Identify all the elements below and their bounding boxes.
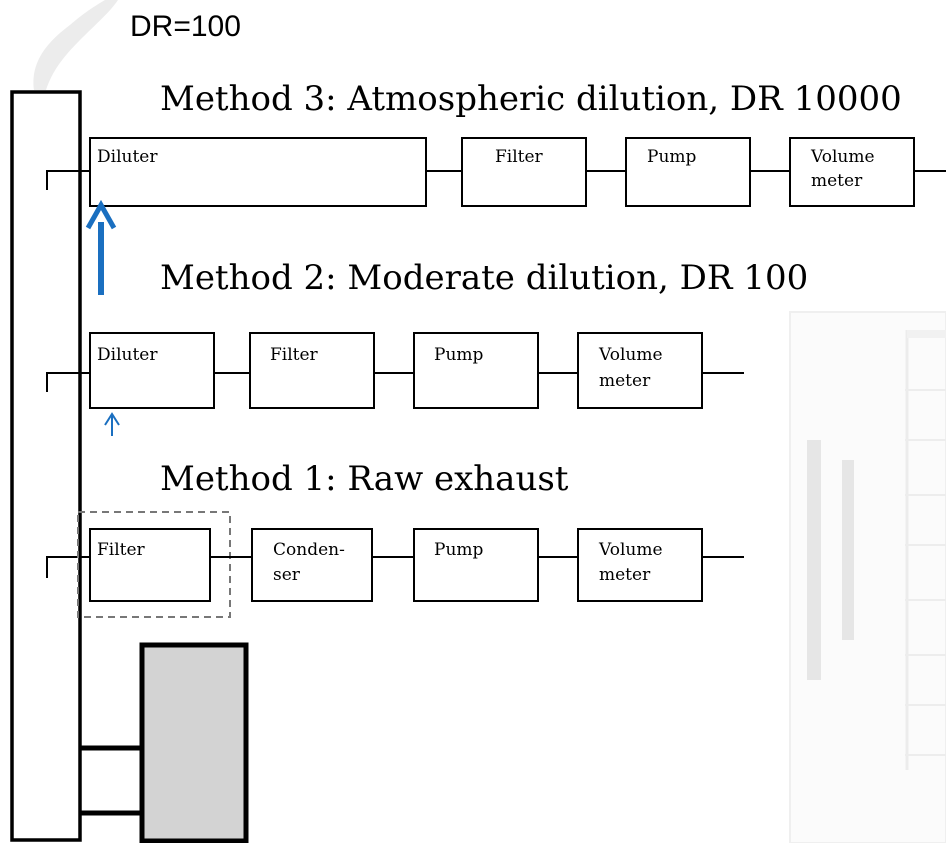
method1-filter-label: Filter — [97, 540, 146, 560]
method2-pump-box — [413, 332, 539, 409]
method1-condenser-label-2: ser — [273, 565, 301, 585]
method1-filter-box — [89, 528, 211, 602]
method3-title: Method 3: Atmospheric dilution, DR 10000 — [160, 79, 902, 119]
method3-pump-label: Pump — [647, 147, 697, 167]
method3-volume-label-2: meter — [811, 171, 863, 191]
method3-pump-box — [625, 137, 751, 207]
method2-diluter-box — [89, 332, 215, 409]
method2-volume-meter-box — [577, 332, 703, 409]
method2-probe — [46, 372, 90, 392]
method1-probe — [46, 556, 90, 578]
method2-filter-box — [249, 332, 375, 409]
engine-block — [139, 642, 249, 843]
method2-title: Method 2: Moderate dilution, DR 100 — [160, 258, 808, 298]
exhaust-stack — [10, 90, 82, 842]
method2-diluter-label: Diluter — [97, 345, 158, 365]
method1-pump-box — [413, 528, 539, 602]
method1-pump-label: Pump — [434, 540, 484, 560]
method3-filter-label: Filter — [495, 147, 544, 167]
method1-volume-label-2: meter — [599, 565, 651, 585]
method3-volume-label-1: Volume — [810, 147, 875, 167]
method3-probe — [46, 170, 90, 190]
method1-volume-meter-box — [577, 528, 703, 602]
blurred-figure-fragment — [789, 311, 946, 843]
dr-label: DR=100 — [130, 10, 241, 43]
method2-volume-label-1: Volume — [598, 345, 663, 365]
method3-diluter-label: Diluter — [97, 147, 158, 167]
method1-title: Method 1: Raw exhaust — [160, 459, 569, 499]
method2-filter-label: Filter — [270, 345, 319, 365]
method3-diluter-box — [89, 137, 427, 207]
method2-volume-label-2: meter — [599, 371, 651, 391]
method2-dilution-arrow — [104, 412, 120, 436]
method1-condenser-label-1: Conden- — [273, 540, 345, 560]
smoke-plume — [33, 0, 118, 90]
method3-dilution-arrow — [85, 199, 117, 295]
method1-condenser-box — [251, 528, 373, 602]
method1-filter-dashed-highlight — [77, 511, 231, 618]
method3-volume-meter-box — [789, 137, 915, 207]
method2-pump-label: Pump — [434, 345, 484, 365]
method1-volume-label-1: Volume — [598, 540, 663, 560]
